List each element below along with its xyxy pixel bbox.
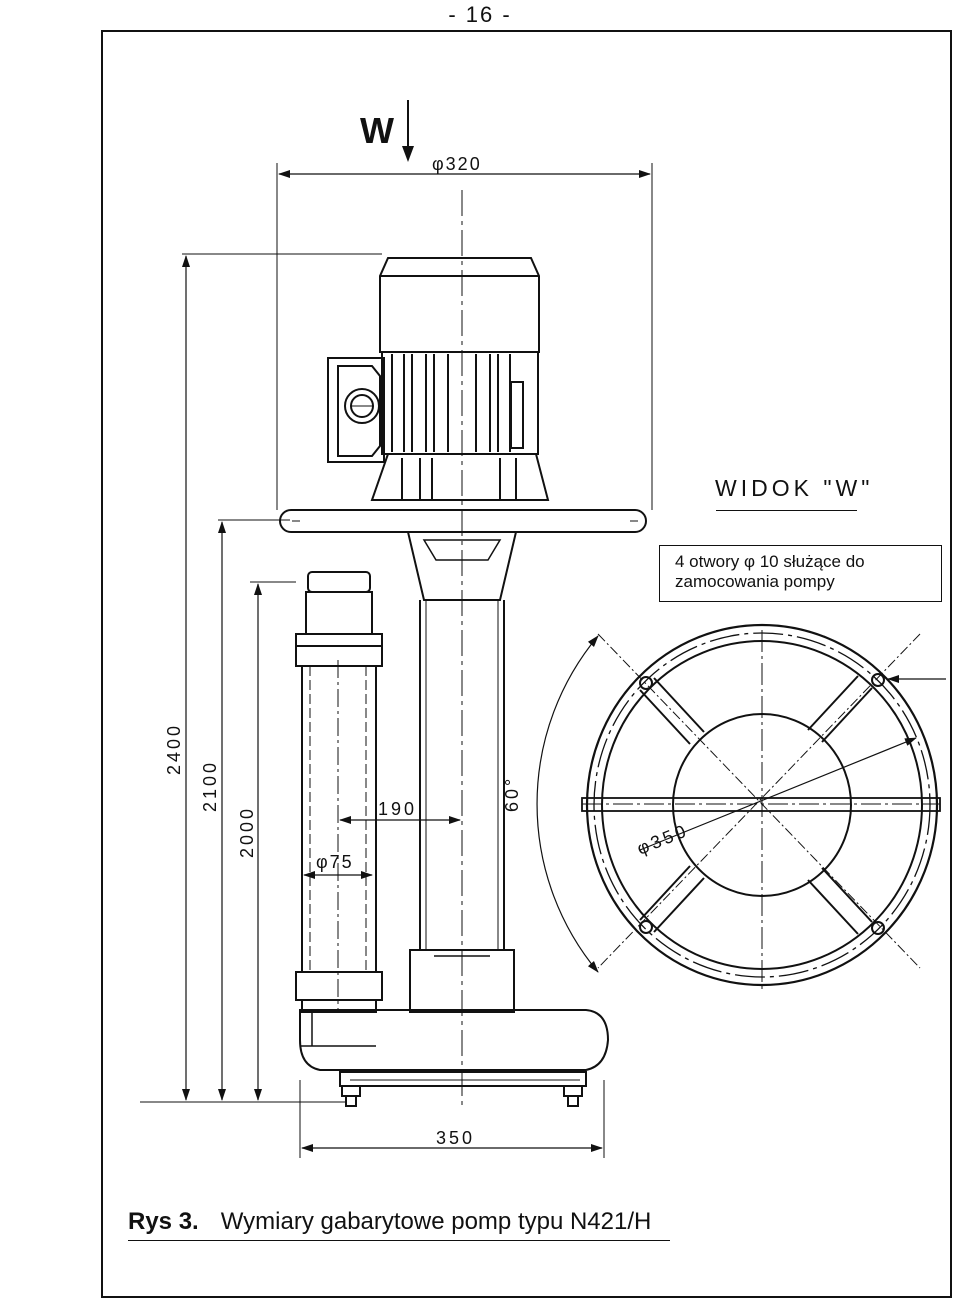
drawing-frame [101, 30, 952, 1298]
dimension-label-bolt-circle: φ350 [634, 820, 691, 859]
dimension-label-axis-offset: 190 [378, 799, 417, 819]
note-line-2: zamocowania pompy [675, 572, 835, 591]
caption-prefix: Rys 3. [128, 1208, 199, 1235]
page-number: - 16 - [448, 2, 512, 27]
dimension-label-total-height: 2400 [164, 723, 184, 775]
mounting-holes-note: 4 otwory φ 10 służące do zamocowania pom… [659, 545, 942, 602]
dimension-pipe-diameter: φ75 [303, 852, 373, 879]
dimension-label-pipe-diameter: φ75 [316, 852, 354, 872]
dimension-label-height-2: 2100 [200, 760, 220, 812]
dimension-base-width: 350 [299, 1080, 605, 1158]
dimension-label-base-width: 350 [436, 1128, 475, 1148]
dimension-label-angle: 60° [502, 776, 522, 812]
view-arrow-label: W [360, 110, 394, 151]
note-line-1: 4 otwory φ 10 służące do [675, 552, 865, 571]
view-title-underline [716, 510, 857, 511]
top-view [536, 623, 946, 990]
dimension-heights [140, 253, 382, 1103]
caption-text: Wymiary gabarytowe pomp typu N421/H [220, 1208, 652, 1235]
dimension-axis-offset: 190 [339, 799, 461, 824]
view-title: WIDOK "W" [715, 475, 874, 501]
dimension-motor-diameter: φ320 [276, 154, 653, 510]
dimension-label-height-3: 2000 [237, 806, 257, 858]
caption-underline [128, 1240, 670, 1241]
dimension-label-motor-diameter: φ320 [432, 154, 482, 174]
view-arrow: W [360, 100, 414, 162]
figure-caption: Rys 3. Wymiary gabarytowe pomp typu N421/… [128, 1208, 651, 1236]
pump-side-view [279, 190, 647, 1110]
